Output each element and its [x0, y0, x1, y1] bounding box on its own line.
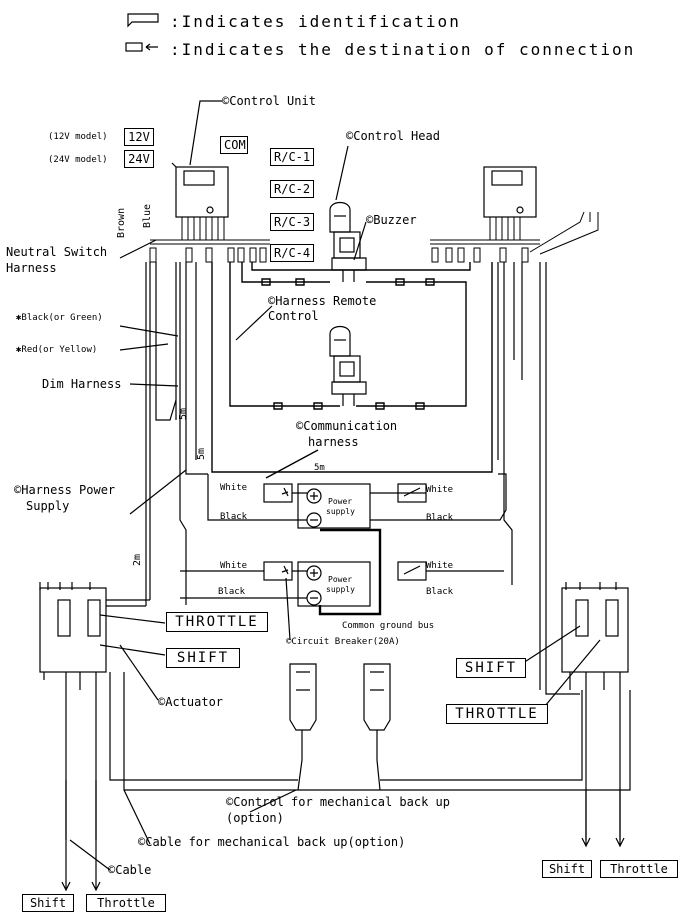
left-main-cables [145, 262, 208, 606]
label-buzzer: ©Buzzer [366, 213, 417, 227]
leader-throttle-right [539, 639, 601, 713]
label-harness-power-2: Supply [26, 499, 70, 513]
mechanical-control-right [363, 663, 391, 791]
label-power-supply-1a: Power [328, 497, 353, 506]
output-cables [61, 690, 625, 892]
tag-throttle-left: THROTTLE [166, 612, 268, 632]
actuator-right [561, 582, 629, 690]
tag-24v: 24V [124, 150, 154, 168]
label-black-green: ✱Black(or Green) [16, 313, 103, 323]
leader-red-yellow [119, 343, 169, 351]
label-white-2: White [426, 485, 454, 495]
leader-control-unit [189, 100, 222, 166]
right-main-cables [497, 262, 580, 695]
leader-actuator [119, 644, 159, 701]
leader-black-green [119, 325, 179, 337]
label-neutral-switch-2: Harness [6, 261, 57, 275]
label-control-unit: ©Control Unit [222, 94, 316, 108]
label-red-yellow: ✱Red(or Yellow) [16, 345, 98, 355]
tag-throttle-bottom-right: Throttle [600, 860, 678, 878]
legend-identification-text: :Indicates identification [170, 12, 461, 31]
label-cable: ©Cable [108, 863, 152, 877]
tag-rc2: R/C-2 [270, 180, 314, 198]
tag-com: COM [220, 136, 248, 154]
leader-harness-power [129, 469, 187, 515]
control-head-top [329, 145, 367, 282]
label-power-supply-1b: supply [326, 507, 355, 516]
label-circuit-breaker: ©Circuit Breaker(20A) [286, 637, 400, 647]
label-length-5m-c: 5m [314, 463, 325, 473]
label-dim-harness: Dim Harness [42, 377, 122, 391]
label-blue: Blue [142, 203, 153, 228]
mechanical-cables [109, 672, 631, 791]
label-common-ground: Common ground bus [342, 621, 435, 631]
label-black-4: Black [426, 587, 454, 597]
label-model-12v: (12V model) [48, 132, 108, 142]
label-mech-control-2: (option) [226, 811, 284, 825]
tag-throttle-bottom-left: Throttle [86, 894, 166, 912]
tag-shift-bottom-left: Shift [22, 894, 74, 912]
tag-rc3: R/C-3 [270, 213, 314, 231]
leader-mech-cable [123, 789, 151, 845]
communication-harness [211, 262, 493, 479]
label-brown: Brown [116, 207, 127, 238]
label-black-1: Black [220, 512, 248, 522]
label-control-head: ©Control Head [346, 129, 440, 143]
label-white-4: White [426, 561, 454, 571]
label-harness-power-1: ©Harness Power [14, 483, 116, 497]
tag-rc1: R/C-1 [270, 148, 314, 166]
tag-shift-left: SHIFT [166, 648, 240, 668]
leader-neutral-switch [119, 239, 157, 259]
label-white-1: White [220, 483, 248, 493]
mechanical-control-left [289, 663, 317, 791]
label-power-supply-2b: supply [326, 585, 355, 594]
control-unit-right [483, 166, 537, 218]
leader-shift-right [519, 625, 581, 666]
tag-12v: 12V [124, 128, 154, 146]
label-white-3: White [220, 561, 248, 571]
leader-dim-harness [129, 383, 179, 387]
label-length-5m-a: 5m [178, 407, 189, 420]
leader-mech-control [249, 789, 297, 813]
label-neutral-switch-1: Neutral Switch [6, 245, 108, 259]
harness-remote-control [229, 262, 471, 410]
label-mech-control-1: ©Control for mechanical back up [226, 795, 450, 809]
tag-shift-right: SHIFT [456, 658, 526, 678]
label-length-5m-b: 5m [196, 447, 207, 460]
label-length-2m: 2m [132, 553, 143, 566]
leader-throttle-left [99, 614, 166, 624]
tag-rc4: R/C-4 [270, 244, 314, 262]
label-model-24v: (24V model) [48, 155, 108, 165]
leader-buzzer [353, 221, 367, 261]
label-communication-1: ©Communication [296, 419, 398, 433]
label-harness-remote-2: Control [268, 309, 319, 323]
control-unit-left [171, 162, 229, 218]
label-communication-2: harness [308, 435, 359, 449]
harness-bundle-right [430, 211, 599, 263]
leader-cable [69, 839, 111, 871]
harness-bundle-left [149, 217, 270, 263]
legend-identification-symbol [127, 13, 159, 28]
tag-shift-bottom-right: Shift [542, 860, 592, 878]
common-ground-bus [318, 528, 382, 616]
leader-shift-left [99, 644, 166, 656]
label-actuator: ©Actuator [158, 695, 224, 709]
actuator-left [39, 582, 150, 690]
leader-harness-remote [235, 305, 273, 341]
legend-destination-text: :Indicates the destination of connection [170, 40, 636, 59]
leader-circuit-breaker [285, 577, 291, 641]
legend-destination-symbol [125, 42, 158, 52]
tag-throttle-right: THROTTLE [446, 704, 548, 724]
label-harness-remote-1: ©Harness Remote [268, 294, 377, 308]
label-black-2: Black [426, 513, 454, 523]
label-mech-cable: ©Cable for mechanical back up(option) [138, 835, 406, 849]
power-supply-1 [207, 473, 507, 529]
label-black-3: Black [218, 587, 246, 597]
control-head-bottom [329, 325, 367, 406]
label-power-supply-2a: Power [328, 575, 353, 584]
power-supply-2 [180, 561, 504, 607]
